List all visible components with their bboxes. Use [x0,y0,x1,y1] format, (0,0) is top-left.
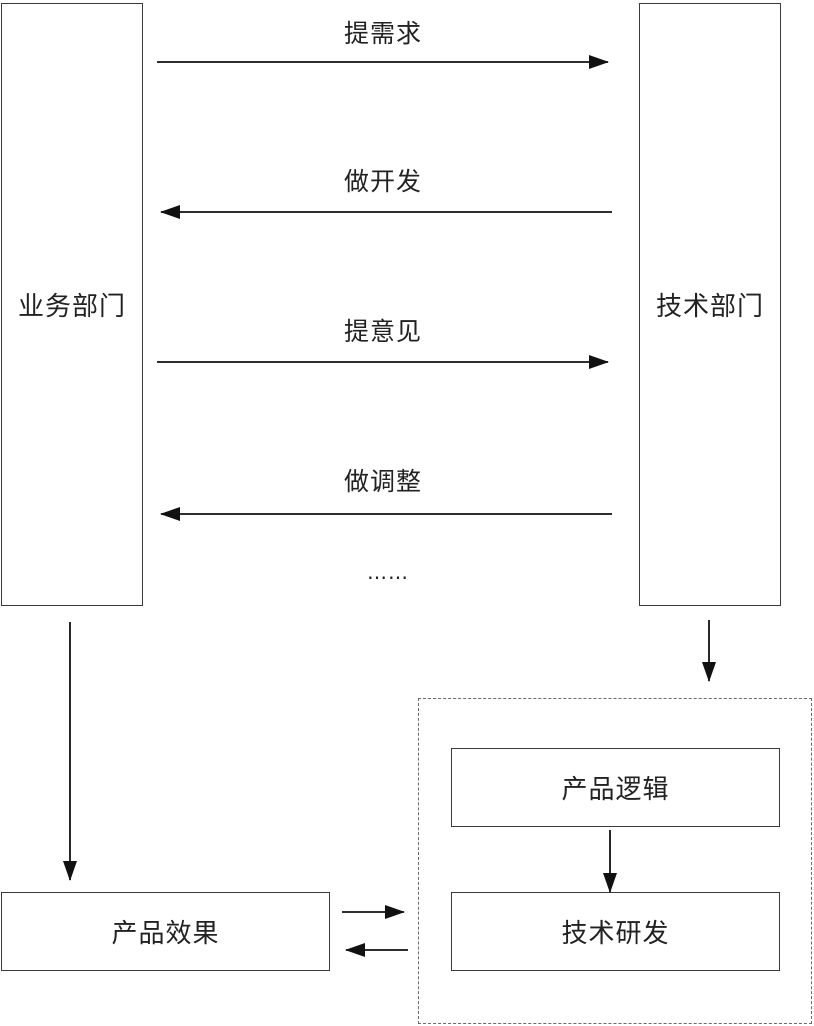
tech-dept-box: 技术部门 [639,3,781,606]
product-logic-label: 产品逻辑 [561,775,670,805]
tech-dev-box: 技术研发 [451,892,780,971]
ellipsis-label: …… [367,560,409,584]
business-dept-box: 业务部门 [1,3,143,606]
raise-feedback-label: 提意见 [343,317,423,346]
do-development-label: 做开发 [343,167,423,196]
tech-dev-label: 技术研发 [561,919,670,949]
raise-requirements-label: 提需求 [343,19,423,48]
product-effect-label: 产品效果 [111,919,220,949]
do-adjustment-label: 做调整 [343,467,423,496]
product-logic-box: 产品逻辑 [451,748,780,827]
tech-group-dashed-box [418,698,812,1024]
product-effect-box: 产品效果 [1,892,330,971]
business-dept-label: 业务部门 [17,292,126,322]
tech-dept-label: 技术部门 [655,292,764,322]
